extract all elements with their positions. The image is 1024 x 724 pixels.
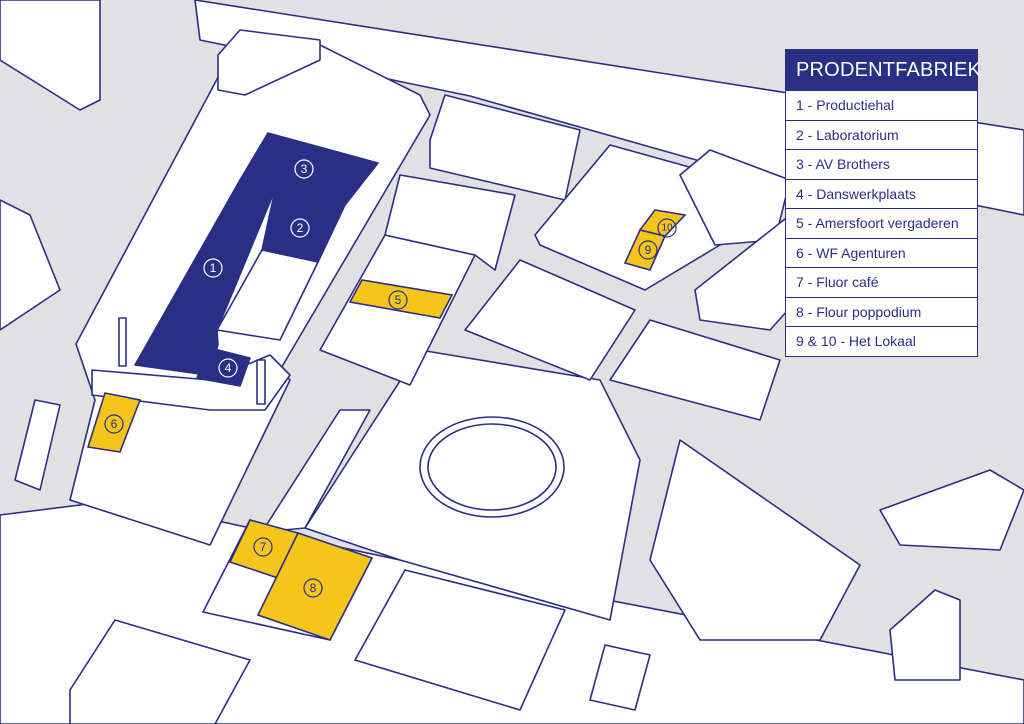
legend-item: 5 - Amersfoort vergaderen <box>786 208 977 238</box>
marker-6-label: 6 <box>111 417 118 431</box>
hall-block <box>216 249 319 341</box>
marker-6: 6 <box>104 414 124 434</box>
marker-10: 10 <box>657 218 677 238</box>
unit-flour-poppodium <box>256 532 374 641</box>
marker-9: 9 <box>638 240 658 260</box>
unit-het-lokaal-10 <box>638 209 687 237</box>
marker-8: 8 <box>303 578 323 598</box>
building-left-small <box>14 399 61 491</box>
legend-item: 1 - Productiehal <box>786 90 977 120</box>
unit-amersfoort-vergaderen <box>348 279 454 319</box>
building-small-bottom <box>589 644 651 711</box>
marker-2: 2 <box>290 218 310 238</box>
legend-item: 4 - Danswerkplaats <box>786 178 977 209</box>
building-tower-right <box>889 589 961 681</box>
roundabout-inner <box>427 423 557 511</box>
building-bottom-left <box>69 619 251 724</box>
building-lower-right <box>649 439 861 641</box>
marker-3-label: 3 <box>301 162 308 176</box>
marker-7: 7 <box>253 537 273 557</box>
building-bottom-centre <box>354 569 566 711</box>
legend-item: 3 - AV Brothers <box>786 149 977 179</box>
unit-danswerkplaats <box>196 347 251 387</box>
marker-10-label: 10 <box>661 223 673 234</box>
building-top-centre <box>429 94 581 201</box>
unit-av-brothers <box>239 132 379 206</box>
parking-centre <box>464 259 636 381</box>
factory-annex <box>217 29 321 96</box>
marker-5-label: 5 <box>395 293 402 307</box>
chimney-right <box>256 359 266 405</box>
marker-5: 5 <box>388 290 408 310</box>
legend-item: 8 - Flour poppodium <box>786 296 977 327</box>
legend-item: 6 - WF Agenturen <box>786 237 977 268</box>
chimney-left <box>118 317 127 367</box>
marker-8-label: 8 <box>310 581 317 595</box>
unit-wf-agenturen <box>86 392 142 453</box>
legend-item: 9 & 10 - Het Lokaal <box>786 326 977 356</box>
marker-1-label: 1 <box>210 261 217 275</box>
marker-2-label: 2 <box>297 221 304 235</box>
legend-item: 7 - Fluor café <box>786 267 977 297</box>
marker-1: 1 <box>203 258 223 278</box>
building-mid-left <box>261 409 371 533</box>
legend-item: 2 - Laboratorium <box>786 119 977 150</box>
legend-title: PRODENTFABRIEK <box>786 50 981 90</box>
marker-3: 3 <box>294 159 314 179</box>
road-top-left <box>0 0 101 111</box>
building-far-right <box>879 469 1024 551</box>
marker-4-label: 4 <box>225 361 232 375</box>
marker-4: 4 <box>218 358 238 378</box>
building-right-upper <box>679 149 791 246</box>
road-left <box>0 199 61 331</box>
marker-7-label: 7 <box>260 540 267 554</box>
legend: PRODENTFABRIEK 1 - Productiehal 2 - Labo… <box>785 49 981 357</box>
parking-right <box>609 319 781 421</box>
building-5-top <box>384 174 516 271</box>
marker-9-label: 9 <box>645 243 652 257</box>
roundabout-outer <box>419 416 565 518</box>
